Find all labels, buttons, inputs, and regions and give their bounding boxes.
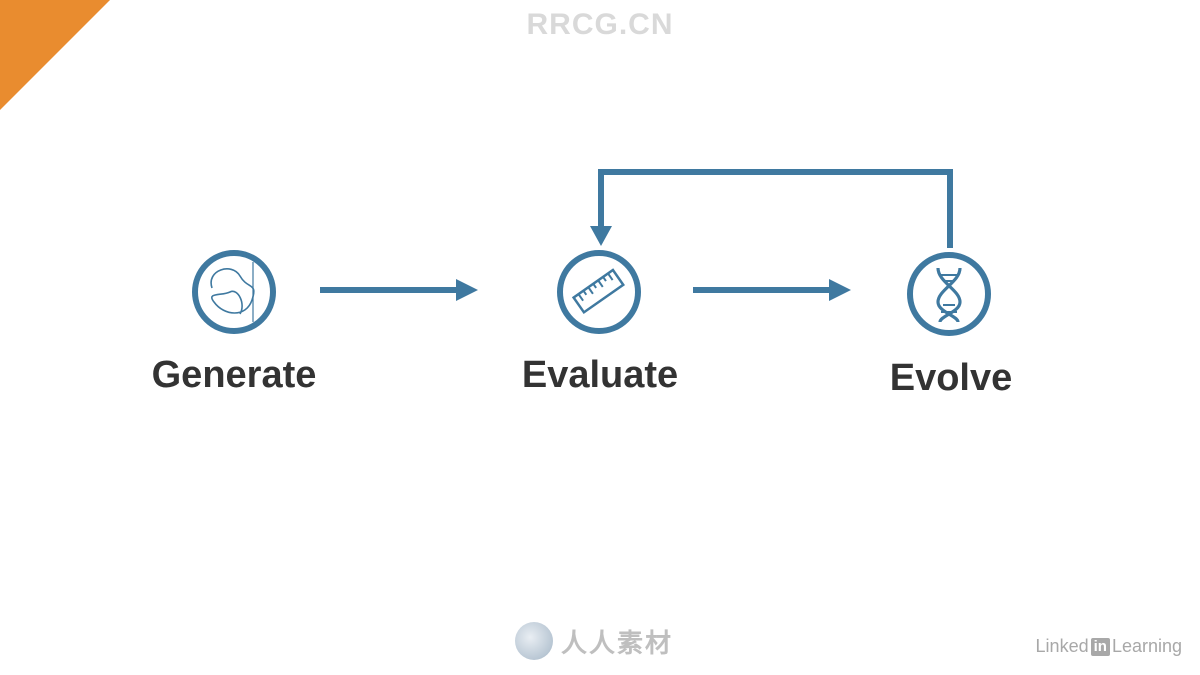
corner-tab-decoration [0, 0, 110, 110]
edge-generate-evaluate [320, 279, 478, 301]
label-evaluate: Evaluate [521, 354, 679, 396]
linkedin-suffix: Learning [1111, 636, 1182, 656]
edge-evaluate-evolve [693, 279, 851, 301]
dna-icon [936, 267, 962, 323]
node-evaluate [557, 250, 641, 334]
node-evolve [907, 252, 991, 336]
bottom-watermark: 人人素材 [515, 622, 673, 660]
watermark-top: RRCG.CN [526, 8, 674, 41]
watermark-bottom-text: 人人素材 [561, 628, 674, 659]
label-evolve: Evolve [889, 357, 1013, 399]
edge-evolve-evaluate-loop [590, 169, 953, 248]
ruler-icon [571, 268, 625, 315]
linkedin-learning-logo: Linked in Learning [1036, 636, 1182, 657]
node-generate [192, 250, 276, 334]
linkedin-prefix: Linked [1035, 636, 1089, 656]
label-generate: Generate [151, 354, 317, 396]
watermark-logo-icon [515, 622, 553, 660]
curve-plot-icon [210, 262, 255, 322]
linkedin-in-badge: in [1090, 637, 1110, 656]
